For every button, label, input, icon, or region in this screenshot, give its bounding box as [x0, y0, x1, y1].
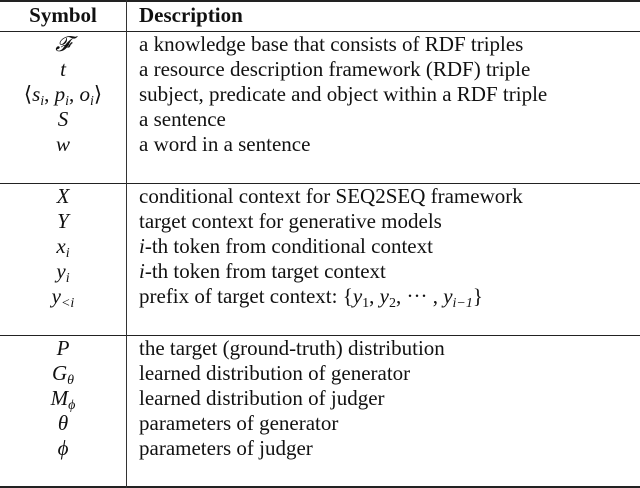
section-rule-2 — [0, 335, 640, 336]
symbol-cell: X — [56, 184, 70, 209]
symbol-cell: w — [55, 132, 70, 157]
description-cell: a resource description framework (RDF) t… — [139, 57, 531, 82]
symbol-cell: y<i — [51, 284, 75, 312]
column-divider — [126, 0, 127, 488]
description-cell: conditional context for SEQ2SEQ framewor… — [139, 184, 523, 209]
table-row: ϕ parameters of judger — [0, 436, 640, 461]
header-description: Description — [139, 3, 243, 28]
header-rule — [0, 31, 640, 32]
table-row: S a sentence — [0, 107, 640, 132]
symbol-cell: S — [57, 107, 69, 132]
symbol-cell: Mϕ — [50, 386, 76, 414]
section-rule-1 — [0, 183, 640, 184]
header-row: Symbol Description — [0, 3, 640, 28]
description-cell: i-th token from conditional context — [139, 234, 433, 259]
description-cell: a word in a sentence — [139, 132, 311, 157]
table-row: w a word in a sentence — [0, 132, 640, 157]
description-cell: a knowledge base that consists of RDF tr… — [139, 32, 524, 57]
description-cell: i-th token from target context — [139, 259, 386, 284]
table-row: Y target context for generative models — [0, 209, 640, 234]
table-row: Mϕ learned distribution of judger — [0, 386, 640, 414]
description-cell: target context for generative models — [139, 209, 442, 234]
symbol-cell: t — [60, 57, 66, 82]
table-row: Gθ learned distribution of generator — [0, 361, 640, 389]
symbol-cell: θ — [57, 411, 69, 436]
symbol-cell: P — [56, 336, 70, 361]
description-cell: a sentence — [139, 107, 226, 132]
symbol-cell: xi — [56, 234, 70, 262]
symbol-cell: Gθ — [51, 361, 75, 389]
top-rule — [0, 0, 640, 2]
table-row: y<i prefix of target context: {y1, y2, ·… — [0, 284, 640, 312]
description-cell: prefix of target context: {y1, y2, ··· ,… — [139, 284, 483, 312]
bottom-rule — [0, 486, 640, 488]
table-row: P the target (ground-truth) distribution — [0, 336, 640, 361]
description-cell: learned distribution of generator — [139, 361, 411, 386]
symbol-cell: Y — [57, 209, 69, 234]
description-cell: the target (ground-truth) distribution — [139, 336, 445, 361]
description-cell: learned distribution of judger — [139, 386, 385, 411]
table-row: ⟨si, pi, oi⟩ subject, predicate and obje… — [0, 82, 640, 110]
symbol-cell: yi — [56, 259, 70, 287]
table-row: xi i-th token from conditional context — [0, 234, 640, 262]
table-row: X conditional context for SEQ2SEQ framew… — [0, 184, 640, 209]
table-row: t a resource description framework (RDF)… — [0, 57, 640, 82]
header-symbol: Symbol — [29, 3, 97, 28]
symbol-cell: ⟨si, pi, oi⟩ — [23, 82, 103, 110]
description-cell: subject, predicate and object within a R… — [139, 82, 548, 107]
table-row: θ parameters of generator — [0, 411, 640, 436]
symbol-cell: 𝓕 — [55, 32, 71, 57]
table-row: 𝓕 a knowledge base that consists of RDF … — [0, 32, 640, 57]
description-cell: parameters of judger — [139, 436, 313, 461]
symbol-cell: ϕ — [57, 436, 69, 461]
description-cell: parameters of generator — [139, 411, 339, 436]
table-row: yi i-th token from target context — [0, 259, 640, 287]
